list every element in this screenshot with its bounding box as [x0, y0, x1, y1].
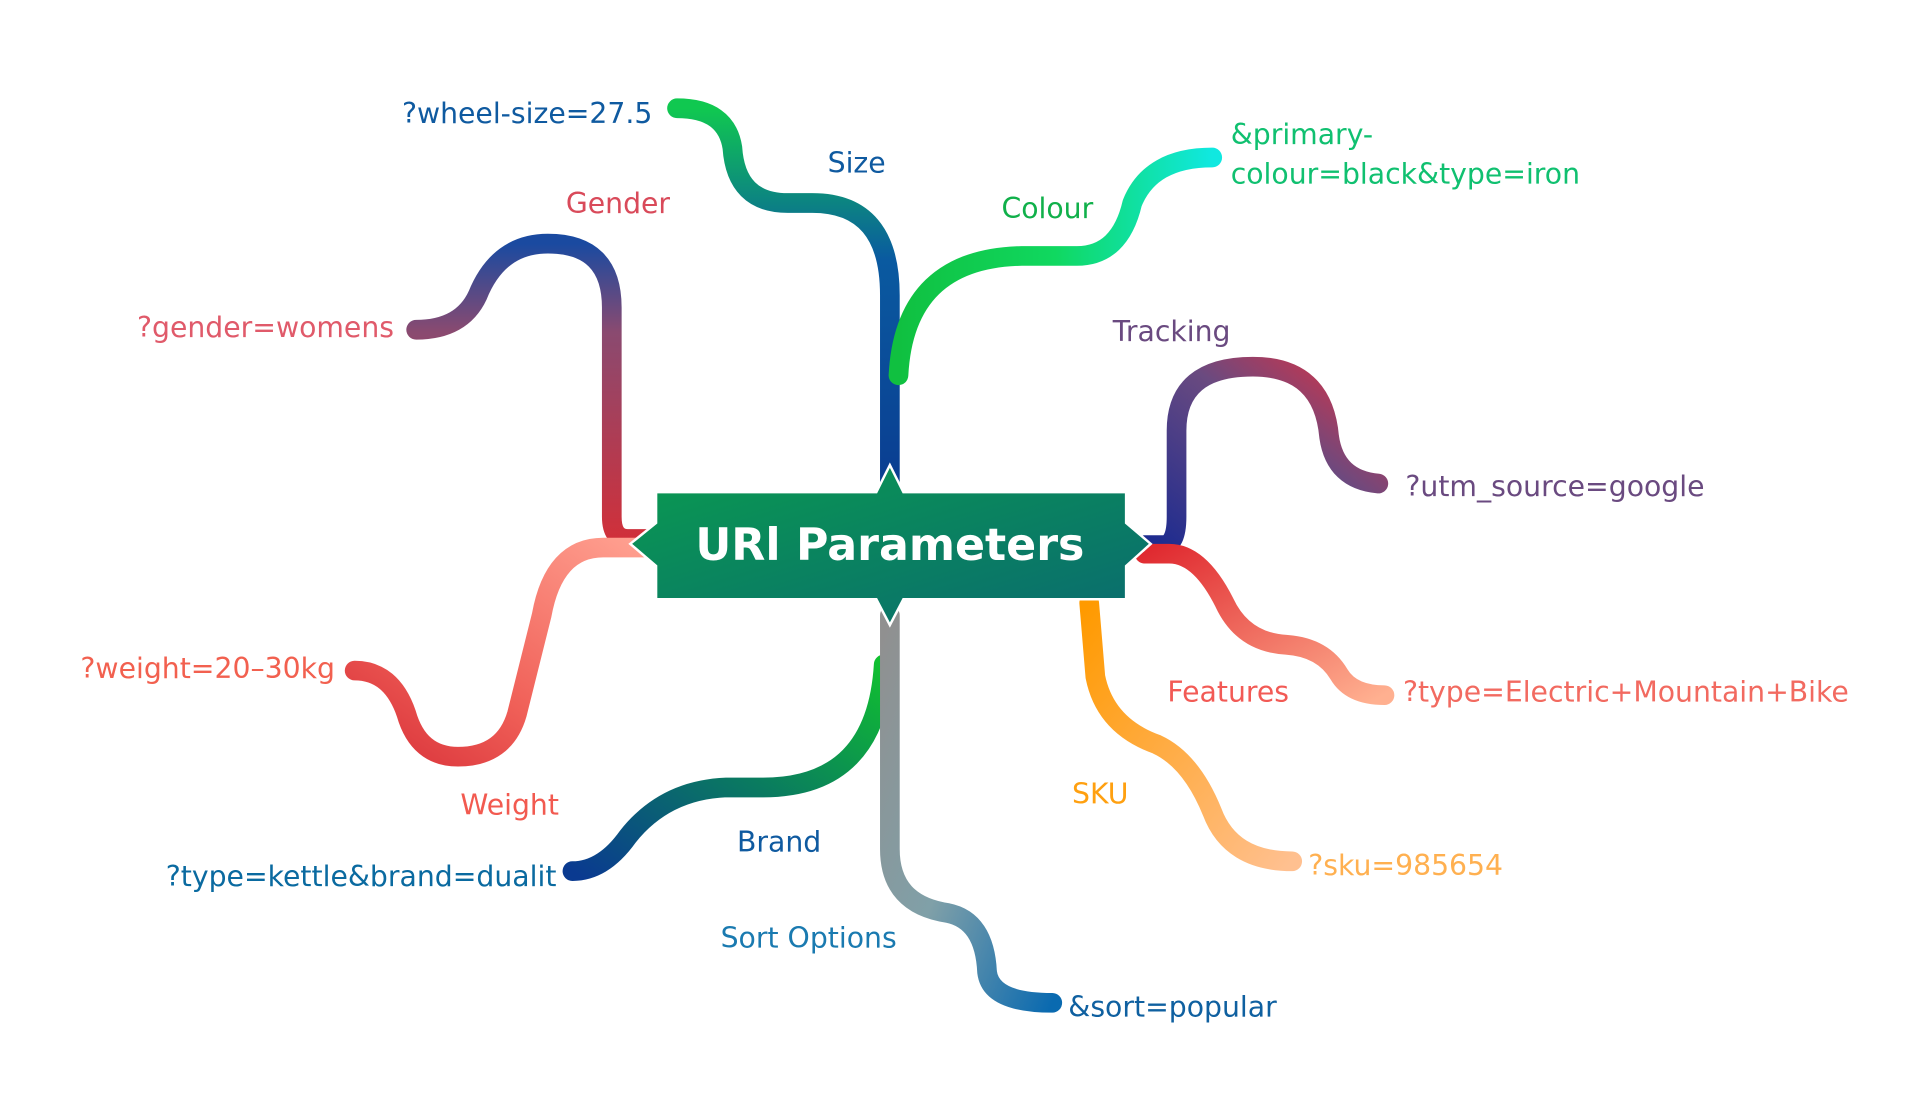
- branch-label-features: Features: [1167, 675, 1289, 708]
- branch-size: [667, 98, 900, 496]
- branch-sku: [1079, 593, 1303, 872]
- branch-label-tracking: Tracking: [1112, 315, 1231, 348]
- central-topic[interactable]: URl Parameters: [628, 462, 1153, 628]
- branch-weight: [344, 537, 657, 767]
- branch-value-size: ?wheel-size=27.5: [402, 97, 652, 130]
- branch-value-colour-line1: &primary-: [1231, 118, 1373, 151]
- branch-label-sort: Sort Options: [721, 921, 897, 954]
- branch-value-colour-line2: colour=black&type=iron: [1231, 157, 1580, 190]
- branch-value-gender: ?gender=womens: [137, 311, 394, 344]
- branch-colour: [888, 147, 1223, 386]
- branch-value-tracking: ?utm_source=google: [1405, 470, 1704, 503]
- branch-gender: [406, 233, 657, 549]
- branch-value-features: ?type=Electric+Mountain+Bike: [1403, 675, 1849, 708]
- branch-label-gender: Gender: [566, 187, 671, 220]
- branch-features: [1134, 543, 1395, 706]
- branch-value-sort: &sort=popular: [1068, 990, 1277, 1023]
- central-topic-title: URl Parameters: [695, 520, 1084, 571]
- branch-sort: [880, 605, 1063, 1013]
- branch-label-weight: Weight: [460, 789, 559, 822]
- branch-value-sku: ?sku=985654: [1308, 849, 1503, 882]
- branch-label-brand: Brand: [737, 825, 821, 858]
- branch-value-weight: ?weight=20–30kg: [80, 652, 335, 685]
- branch-label-sku: SKU: [1072, 777, 1128, 810]
- branch-value-brand: ?type=kettle&brand=dualit: [166, 860, 557, 893]
- branch-brand: [562, 654, 894, 881]
- branch-tracking: [1134, 356, 1389, 555]
- branch-label-colour: Colour: [1001, 192, 1093, 225]
- branch-label-size: Size: [828, 146, 886, 179]
